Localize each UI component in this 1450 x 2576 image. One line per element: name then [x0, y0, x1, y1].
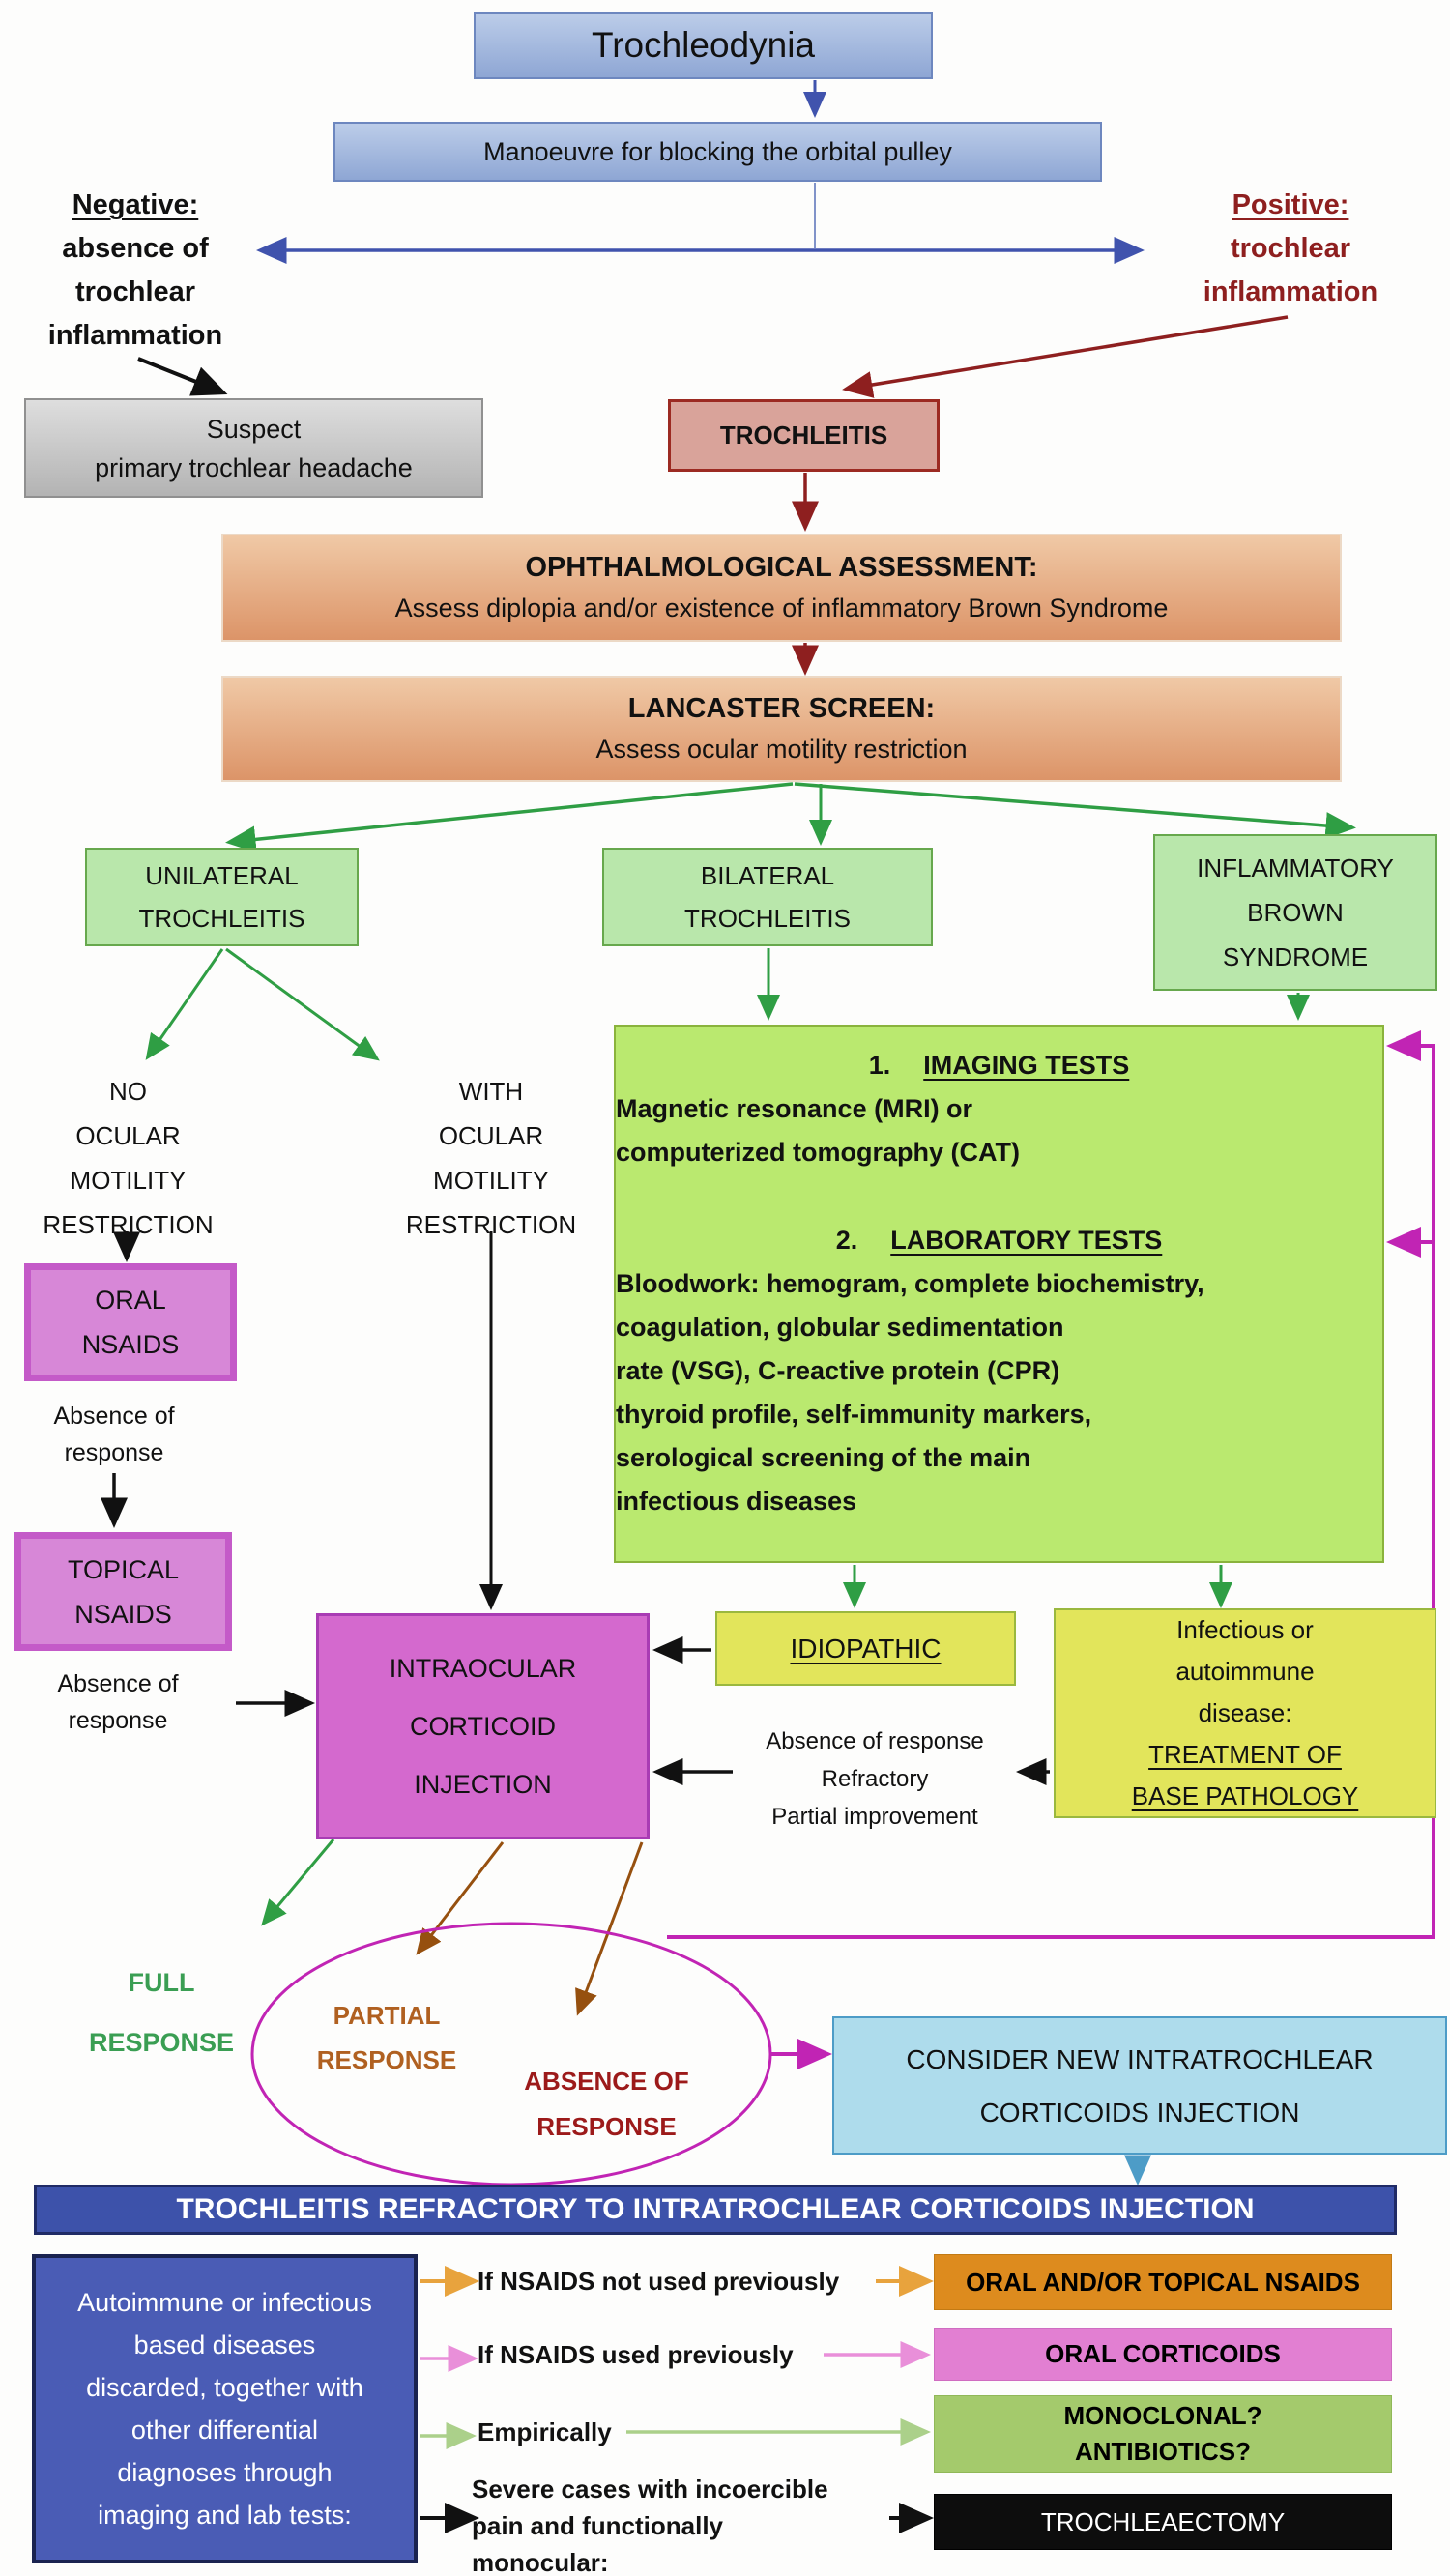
- node-lancaster-screen: LANCASTER SCREEN: Assess ocular motility…: [221, 676, 1342, 782]
- node-suspect-headache: Suspect primary trochlear headache: [24, 398, 483, 498]
- label-absence-of-response: ABSENCE OF RESPONSE: [524, 2067, 689, 2141]
- imaging-tests-heading: 1.IMAGING TESTS: [868, 1051, 1130, 1080]
- node-intraocular-corticoid-injection: INTRAOCULAR CORTICOID INJECTION: [316, 1613, 650, 1839]
- node-monoclonal-antibiotics: MONOCLONAL? ANTIBIOTICS?: [934, 2395, 1392, 2473]
- node-ophthalmological-assessment: OPHTHALMOLOGICAL ASSESSMENT: Assess dipl…: [221, 534, 1342, 642]
- node-oral-nsaids: ORAL NSAIDS: [24, 1263, 237, 1381]
- label-severe-cases: Severe cases with incoercible pain and f…: [472, 2475, 828, 2576]
- node-oral-corticoids: ORAL CORTICOIDS: [934, 2328, 1392, 2381]
- banner-refractory-trochleitis: TROCHLEITIS REFRACTORY TO INTRATROCHLEAR…: [34, 2185, 1397, 2235]
- node-trochleaectomy: TROCHLEAECTOMY: [934, 2494, 1392, 2550]
- node-consider-new-injection: CONSIDER NEW INTRATROCHLEAR CORTICOIDS I…: [832, 2016, 1447, 2155]
- label-nsaids-used: If NSAIDS used previously: [478, 2340, 794, 2369]
- node-infectious-autoimmune: Infectious or autoimmune disease: TREATM…: [1054, 1608, 1436, 1818]
- node-trochleitis: TROCHLEITIS: [668, 399, 940, 472]
- node-unilateral-trochleitis: UNILATERAL TROCHLEITIS: [85, 848, 359, 946]
- label-negative: Negative: absence of trochlear inflammat…: [47, 189, 223, 351]
- label-positive: Positive: trochlear inflammation: [1203, 189, 1378, 307]
- node-topical-nsaids: TOPICAL NSAIDS: [14, 1532, 232, 1651]
- node-criteria: Autoimmune or infectious based diseases …: [32, 2254, 418, 2563]
- node-manoeuvre: Manoeuvre for blocking the orbital pulle…: [334, 122, 1102, 182]
- node-trochleodynia: Trochleodynia: [474, 12, 933, 79]
- label-full-response: FULL RESPONSE: [88, 1968, 235, 2057]
- node-bilateral-trochleitis: BILATERAL TROCHLEITIS: [602, 848, 933, 946]
- label-nsaids-not-used: If NSAIDS not used previously: [478, 2267, 840, 2296]
- label-absence-refractory-partial: Absence of response Refractory Partial i…: [766, 1728, 984, 1830]
- label-absence-response-1: Absence of response: [53, 1403, 175, 1466]
- node-inflammatory-brown-syndrome: INFLAMMATORY BROWN SYNDROME: [1153, 834, 1437, 991]
- node-tests: 1.IMAGING TESTS Magnetic resonance (MRI)…: [614, 1025, 1384, 1563]
- laboratory-tests-heading: 2.LABORATORY TESTS: [835, 1226, 1163, 1255]
- label-absence-response-2: Absence of response: [57, 1670, 179, 1734]
- label-empirically: Empirically: [478, 2417, 612, 2446]
- node-oral-topical-nsaids: ORAL AND/OR TOPICAL NSAIDS: [934, 2254, 1392, 2310]
- node-idiopathic: IDIOPATHIC: [715, 1611, 1016, 1686]
- label-with-motility-restriction: WITH OCULAR MOTILITY RESTRICTION: [405, 1077, 577, 1239]
- label-no-motility-restriction: NO OCULAR MOTILITY RESTRICTION: [43, 1077, 214, 1239]
- label-partial-response: PARTIAL RESPONSE: [316, 2001, 457, 2074]
